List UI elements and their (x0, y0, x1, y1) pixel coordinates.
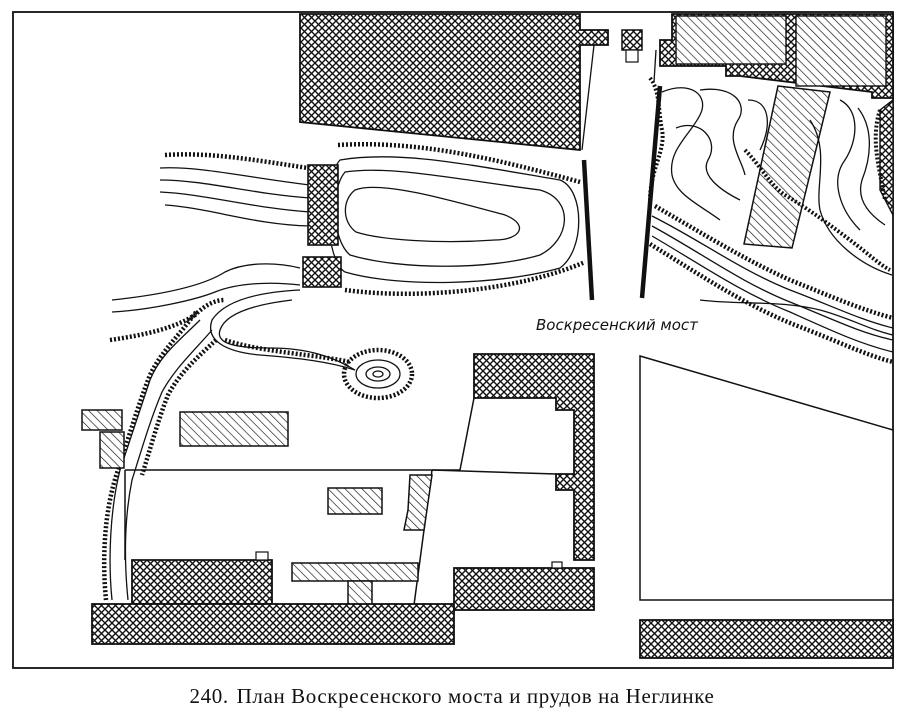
building-hatched-center (327, 487, 383, 515)
small-pond (341, 347, 415, 401)
contour-lines-right (661, 87, 893, 276)
building-small-notch (625, 49, 639, 63)
building-small-left-1 (81, 409, 123, 431)
bridge-label: Воскресенский мост (536, 316, 699, 334)
hatched-strip (743, 85, 831, 249)
figure-caption-text: План Воскресенского моста и прудов на Не… (236, 684, 715, 708)
bridge-rail-left (581, 159, 595, 301)
river-right (651, 215, 894, 353)
slope-marks-right (648, 76, 891, 272)
building-top-left (299, 13, 609, 151)
river-right-bank (648, 204, 894, 365)
pond-bank (164, 142, 586, 297)
building-l-shape (473, 353, 595, 561)
bridge-road-left (581, 44, 595, 151)
dam-block-lower (302, 256, 342, 288)
dam-block-upper (307, 164, 339, 246)
building-hatched-long (179, 411, 289, 447)
figure-caption: 240. План Воскресенского моста и прудов н… (0, 684, 904, 709)
plot-right (639, 354, 894, 601)
building-top-right-hatched-2 (795, 15, 887, 87)
building-hatched-angled (403, 474, 433, 531)
building-bottom-center-notch (551, 561, 563, 569)
map-plan: Воскресенский мост (12, 11, 894, 669)
building-top-right-hatched (675, 15, 787, 65)
building-bottom-left-notch (255, 551, 269, 561)
building-bottom-right (639, 619, 894, 659)
building-hatched-post (347, 580, 373, 606)
figure-number: 240. (189, 684, 229, 708)
building-small-top (621, 29, 643, 51)
bridge-rail-right (639, 85, 663, 299)
stream-banks (101, 297, 351, 601)
building-bottom-long (91, 603, 455, 645)
building-bottom-center (453, 567, 595, 611)
building-hatched-wide (291, 562, 419, 582)
building-small-left-2 (99, 431, 125, 469)
bridge-road-right (653, 49, 657, 83)
building-bottom-left (131, 559, 273, 605)
pond-contours (159, 156, 580, 284)
